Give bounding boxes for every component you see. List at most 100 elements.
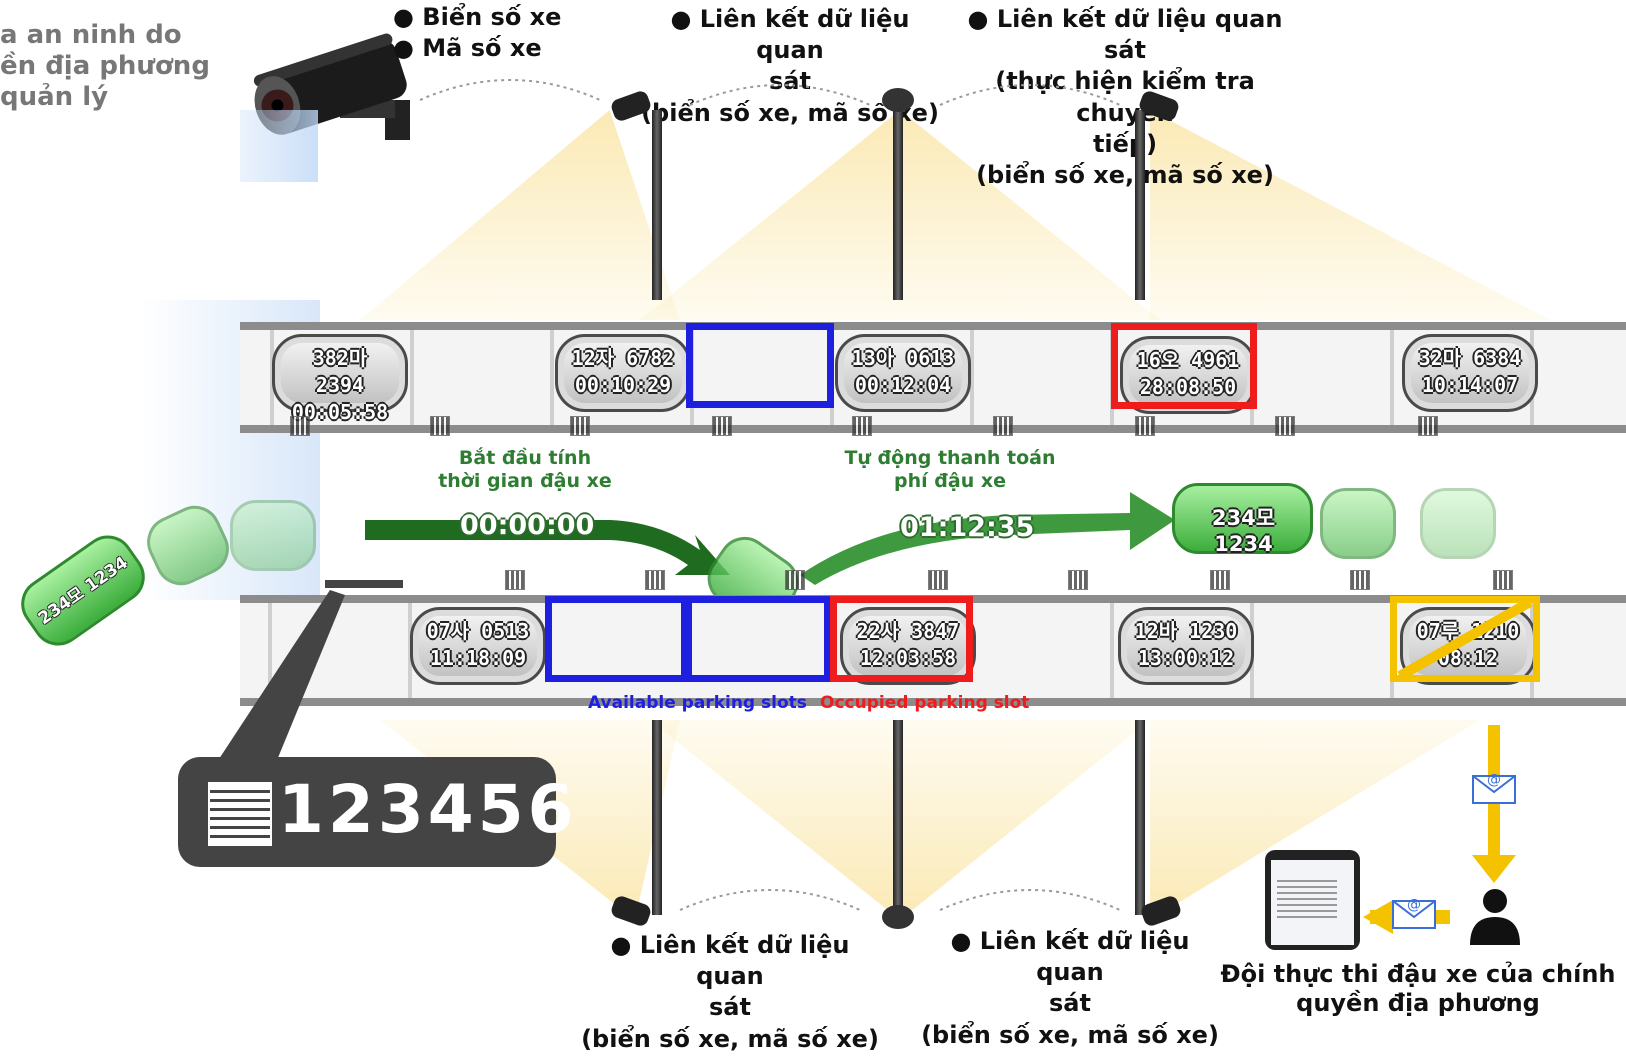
plate-text: 13아 0613 bbox=[851, 346, 955, 370]
bottom-left-label: ● Liên kết dữ liệu quan sát (biển số xe,… bbox=[580, 930, 880, 1055]
bottom-center-label: ● Liên kết dữ liệu quan sát (biển số xe,… bbox=[920, 926, 1220, 1051]
label-line: sát bbox=[709, 993, 751, 1022]
top-right-label: ● Liên kết dữ liệu quan sát (thực hiện k… bbox=[955, 4, 1295, 191]
street-camera-pole-icon bbox=[652, 110, 662, 300]
label-line: a an ninh do bbox=[0, 20, 182, 50]
label-line: Bắt đầu tính bbox=[458, 447, 592, 469]
stall-divider bbox=[550, 330, 554, 425]
label-line: thời gian đậu xe bbox=[438, 469, 612, 492]
camera-head-icon bbox=[882, 88, 914, 112]
street-camera-pole-icon bbox=[893, 95, 903, 300]
arrow-head-icon bbox=[1363, 900, 1393, 934]
violation-slot bbox=[1390, 596, 1540, 682]
slot-marker-bar bbox=[325, 580, 403, 588]
arrow-head-icon bbox=[1472, 855, 1516, 883]
legend-available: Available parking slots bbox=[588, 693, 807, 713]
callout-pointer bbox=[215, 590, 345, 765]
email-icon: @ bbox=[1392, 895, 1436, 929]
street-camera-pole-icon bbox=[893, 720, 903, 920]
time-text: 00:12:04 bbox=[854, 373, 952, 397]
car-motion-trail bbox=[1320, 488, 1396, 559]
street-camera-pole-icon bbox=[1135, 110, 1145, 300]
qr-code-icon bbox=[1210, 570, 1230, 590]
label-line: Đội thực thi đậu xe của chính bbox=[1220, 960, 1616, 988]
plate-text: 12자 6782 bbox=[571, 346, 675, 370]
label-line: (biển số xe, mã số xe) bbox=[921, 1020, 1219, 1049]
svg-text:@: @ bbox=[1407, 897, 1421, 913]
plate-text: 12바 1230 bbox=[1134, 619, 1238, 643]
qr-code-icon bbox=[1418, 416, 1438, 436]
car-plate: 13아 0613 00:12:04 bbox=[848, 345, 958, 401]
camera-head-icon bbox=[609, 894, 653, 928]
label-line: (thực hiện kiểm tra chuyển bbox=[995, 67, 1255, 127]
qr-code-icon bbox=[1135, 416, 1155, 436]
qr-code-icon bbox=[570, 416, 590, 436]
car-plate: 12바 1230 13:00:12 bbox=[1131, 618, 1241, 674]
stall-divider bbox=[410, 330, 414, 425]
label-line: ● Liên kết dữ liệu quan sát bbox=[967, 5, 1283, 65]
label-line: ● Liên kết dữ liệu quan bbox=[950, 927, 1190, 987]
plate-text: 07사 0513 bbox=[426, 619, 530, 643]
car-motion-trail bbox=[230, 500, 316, 571]
payment-timer: 01:12:35 bbox=[900, 512, 1035, 543]
phone-screen bbox=[1271, 860, 1354, 945]
email-icon: @ bbox=[1472, 770, 1516, 804]
enforcement-team-label: Đội thực thi đậu xe của chính quyền địa … bbox=[1210, 960, 1626, 1018]
plate-text: 234모 1234 bbox=[34, 552, 132, 630]
available-slot bbox=[685, 596, 831, 682]
exit-arrow bbox=[800, 492, 1175, 585]
label-line: ● Mã số xe bbox=[393, 34, 542, 63]
label-line: ● Biển số xe bbox=[393, 3, 562, 31]
coverage-arcs-top bbox=[419, 79, 1121, 106]
qr-code-icon bbox=[1275, 416, 1295, 436]
camera-head-icon bbox=[882, 905, 914, 929]
smartphone-icon bbox=[1265, 850, 1360, 950]
parked-car: 13아 0613 00:12:04 bbox=[835, 334, 971, 412]
label-line: quyền địa phương bbox=[1296, 988, 1540, 1017]
car-plate: 32마 6384 10:14:07 bbox=[1415, 345, 1525, 401]
qr-code-icon bbox=[852, 416, 872, 436]
parked-car: 12자 6782 00:10:29 bbox=[555, 334, 691, 412]
time-text: 00:10:29 bbox=[574, 373, 672, 397]
qr-code-icon bbox=[290, 416, 310, 436]
person-icon bbox=[1465, 887, 1525, 945]
label-line: (biển số xe, mã số xe) bbox=[581, 1024, 879, 1053]
plate-text: 22사 3847 bbox=[856, 619, 960, 643]
qr-code-icon bbox=[1493, 570, 1513, 590]
qr-code-icon bbox=[1068, 570, 1088, 590]
qr-code-icon bbox=[208, 782, 272, 846]
qr-code-icon bbox=[928, 570, 948, 590]
time-text: 13:00:12 bbox=[1137, 646, 1235, 670]
qr-code-icon bbox=[645, 570, 665, 590]
street-camera-pole-icon bbox=[652, 720, 662, 915]
time-text: 10:14:07 bbox=[1421, 373, 1519, 397]
slot-code-text: 123456 bbox=[278, 771, 578, 848]
flow-arrows bbox=[365, 492, 1175, 585]
label-line: Tự động thanh toán bbox=[844, 447, 1056, 469]
label-line: ● Liên kết dữ liệu quan bbox=[670, 5, 910, 65]
plate-text: 234모 1234 bbox=[1211, 506, 1276, 556]
available-slot bbox=[545, 596, 688, 682]
start-timing-label: Bắt đầu tính thời gian đậu xe bbox=[410, 447, 640, 493]
stall-divider bbox=[1110, 603, 1114, 698]
time-text: 28:08:50 bbox=[1139, 375, 1237, 399]
parked-car: 12바 1230 13:00:12 bbox=[1118, 607, 1254, 685]
plate-text: 32마 6384 bbox=[1418, 346, 1522, 370]
top-left-partial-label: a an ninh do ền địa phương quản lý bbox=[0, 20, 210, 114]
message-lines bbox=[1277, 880, 1337, 920]
entering-car: 234모 1234 bbox=[11, 525, 155, 656]
occupied-slot bbox=[830, 596, 973, 682]
qr-code-icon bbox=[712, 416, 732, 436]
leaving-car: 234모 1234 bbox=[1172, 483, 1313, 556]
qr-code-icon bbox=[1350, 570, 1370, 590]
stall-divider bbox=[1390, 330, 1394, 425]
qr-code-icon bbox=[505, 570, 525, 590]
entry-arrow bbox=[365, 520, 730, 575]
